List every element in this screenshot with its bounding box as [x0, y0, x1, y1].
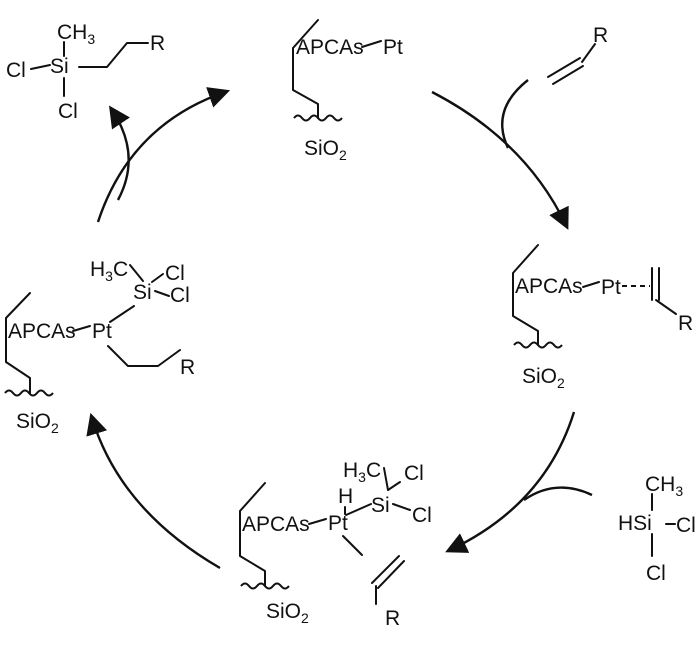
ch3-label-product: CH3	[57, 21, 95, 47]
support-label-top: SiO2	[304, 137, 347, 163]
alkene-incoming-arrow	[501, 79, 529, 149]
cl-label-left-1: Cl	[165, 262, 185, 285]
pt-label-right: Pt	[601, 276, 621, 299]
cl-label-silane-2: Cl	[646, 562, 666, 585]
arrow-bottom-to-left	[86, 412, 221, 570]
cl-label-bottom-2: Cl	[412, 504, 432, 527]
hsi-label: HSi	[618, 512, 652, 535]
r-label-left: R	[180, 356, 195, 379]
pt-alkene-complex: APCAs Pt R SiO2	[512, 244, 693, 391]
si-label-bottom: Si	[371, 494, 390, 517]
arrow-right-to-bottom	[445, 411, 576, 553]
arrow-top-to-right	[431, 90, 569, 230]
cycle-arrows	[86, 79, 593, 570]
cl-label-left-2: Cl	[170, 284, 190, 307]
pt-label-bottom: Pt	[328, 512, 348, 535]
h-label-bottom: H	[338, 485, 353, 508]
r-label-right: R	[678, 312, 693, 335]
cl-label-product-1: Cl	[6, 59, 26, 82]
product-top-left: Cl Si CH3 Cl R	[6, 21, 165, 123]
h3c-label-bottom: H3C	[343, 459, 381, 485]
support-label-bottom: SiO2	[266, 600, 309, 626]
catalyst-top: APCAs Pt SiO2	[292, 19, 403, 163]
support-label-left: SiO2	[16, 410, 59, 436]
si-label-product: Si	[50, 55, 69, 78]
apcas-label-top: APCAs	[296, 36, 364, 59]
surface-top	[293, 114, 343, 122]
silane-reagent: HSi CH3 Cl Cl	[618, 473, 696, 585]
cl-label-silane-1: Cl	[676, 514, 696, 537]
pt-label-left: Pt	[92, 320, 112, 343]
r-label-product: R	[150, 32, 165, 55]
product-release-arrow	[109, 105, 130, 201]
alkene-reagent: R	[547, 24, 608, 85]
ch3-label-silane: CH3	[645, 473, 683, 499]
apcas-label-left: APCAs	[8, 320, 76, 343]
apcas-label-bottom: APCAs	[242, 513, 310, 536]
surface-bottom	[240, 582, 290, 590]
apcas-label-right: APCAs	[515, 275, 583, 298]
silane-incoming-arrow	[523, 486, 593, 501]
r-label-bottom: R	[385, 607, 400, 630]
cl-label-bottom-1: Cl	[404, 462, 424, 485]
support-label-right: SiO2	[522, 365, 565, 391]
pt-alkyl-silyl-intermediate: APCAs Pt Si H3C Cl Cl R SiO2	[4, 258, 195, 436]
surface-right	[513, 341, 563, 349]
surface-left	[4, 389, 54, 397]
pt-label-top: Pt	[383, 36, 403, 59]
h3c-label-left: H3C	[90, 258, 128, 284]
arrow-left-to-top	[96, 87, 231, 223]
si-label-left: Si	[133, 281, 152, 304]
r-label-alkene: R	[593, 24, 608, 47]
cl-label-product-2: Cl	[58, 100, 78, 123]
pt-hydride-intermediate: APCAs Pt H Si H3C Cl Cl R SiO2	[239, 459, 432, 630]
